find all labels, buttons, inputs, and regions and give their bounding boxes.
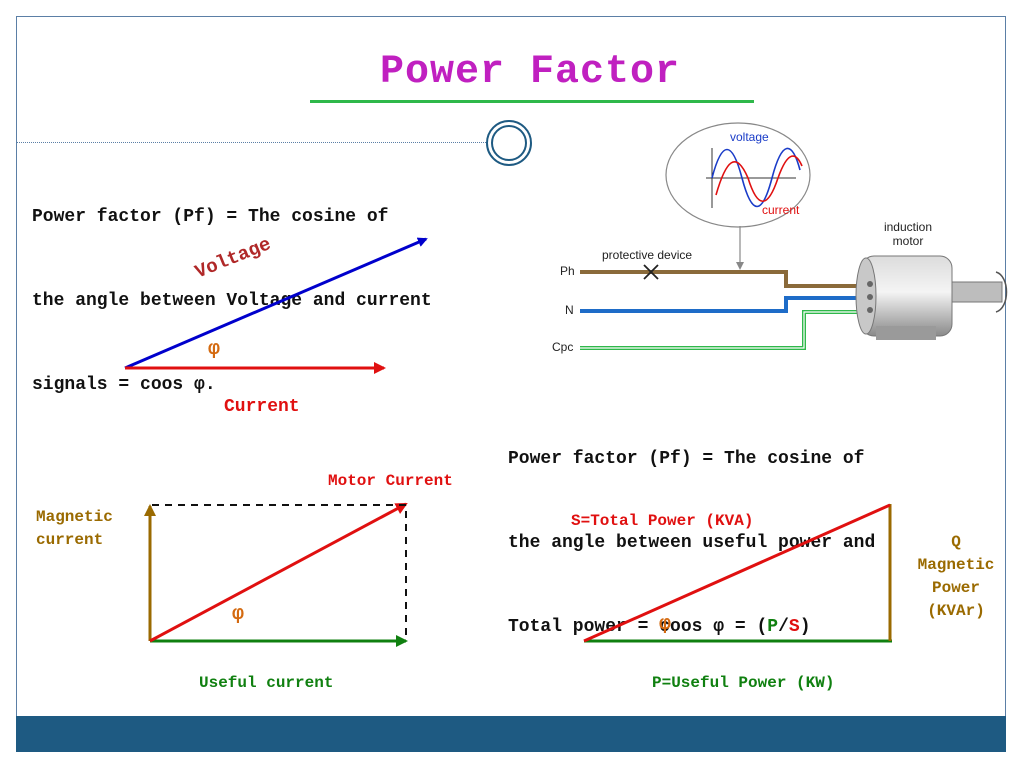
phi-label-phasor: φ	[208, 338, 221, 361]
circle-ornament-icon	[486, 120, 532, 166]
projection-dashed-lines	[152, 504, 407, 641]
definition-1-line-1: Power factor (Pf) = The cosine of	[32, 207, 389, 227]
wave-current-label: current	[762, 203, 800, 217]
current-triangle	[144, 502, 408, 647]
definition-1-line-3: signals = coos φ.	[32, 375, 216, 395]
cpc-wire	[580, 310, 868, 350]
current-wave	[715, 155, 803, 202]
definition-2-line-1: Power factor (Pf) = The cosine of	[508, 449, 865, 469]
motor-current-label: Motor Current	[328, 472, 453, 490]
motor-current-arrow	[149, 502, 408, 643]
useful-power-label: P=Useful Power (KW)	[652, 674, 835, 692]
current-label: Current	[224, 397, 300, 417]
dotted-divider	[16, 142, 486, 143]
n-terminal-label: N	[565, 303, 574, 317]
power-triangle	[583, 503, 892, 643]
phasor-diagram	[124, 237, 428, 374]
voltage-wave	[711, 147, 801, 208]
phi-label-current: φ	[232, 603, 245, 626]
protective-device-label: protective device	[602, 248, 693, 262]
induction-motor-label: induction motor	[883, 220, 933, 248]
title-underline	[310, 100, 754, 103]
total-power-label: S=Total Power (KVA)	[571, 512, 754, 530]
definition-voltage-current: Power factor (Pf) = The cosine of the an…	[32, 147, 432, 427]
neutral-wire	[580, 296, 868, 313]
s-symbol: S	[788, 617, 800, 637]
page-title: Power Factor	[379, 50, 681, 95]
total-power-side	[583, 503, 891, 643]
motor-wiring-diagram	[580, 122, 1008, 350]
motor-shaft	[951, 281, 1003, 303]
q-symbol: Q	[951, 533, 961, 551]
footer-bar	[16, 716, 1006, 752]
oscilloscope-bubble	[665, 122, 811, 228]
voltage-phasor-arrow	[124, 237, 428, 370]
ph-terminal-label: Ph	[560, 264, 575, 278]
phase-wire	[580, 270, 868, 288]
definition-power: Power factor (Pf) = The cosine of the an…	[508, 389, 875, 669]
wave-voltage-label: voltage	[730, 130, 769, 144]
magnetic-current-label: Magnetic current	[36, 508, 113, 549]
phi-label-power: φ	[659, 613, 672, 636]
p-symbol: P	[767, 617, 779, 637]
definition-2-line-3: Total power = coos φ = (P/S)	[508, 617, 811, 637]
useful-current-label: Useful current	[199, 674, 334, 692]
definition-1-line-2: the angle between Voltage and current	[32, 291, 432, 311]
magnetic-power-label: Q Magnetic Power (KVAr)	[906, 531, 1006, 623]
cpc-terminal-label: Cpc	[552, 340, 574, 354]
rotation-arrow-icon	[995, 271, 1008, 313]
protective-device-cross-icon	[643, 264, 659, 280]
